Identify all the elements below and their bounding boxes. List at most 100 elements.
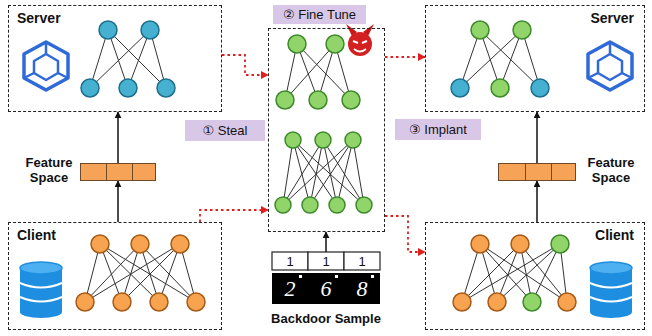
neuron [276,91,294,109]
step-label: ① Steal [185,120,265,141]
neuron [157,79,175,97]
node-title: ② Fine Tune [273,5,366,24]
neural-net [276,35,360,109]
neuron [531,79,549,97]
net-link [323,140,337,205]
node-title: Client [595,227,634,243]
net-link [293,140,310,205]
neuron [285,132,301,148]
neuron [345,132,361,148]
net-link [297,44,351,100]
attack-flow-arrow [385,216,425,252]
neuron [113,293,131,311]
neuron [329,197,345,213]
net-link [337,140,353,205]
neuron [471,235,489,253]
neuron [131,235,149,253]
data-flow-arrow [117,112,119,163]
net-link [140,244,196,302]
server-icon [24,42,68,90]
net-link [283,140,293,205]
net-link [122,244,180,302]
client-box: Client [425,222,645,330]
neuron [150,293,168,311]
neuron [76,293,94,311]
server-icon [588,42,632,90]
node-title: Backdoor Sample [271,311,381,326]
feature-space-bar: Feature Space [80,163,156,181]
server-box: Server [8,5,222,112]
neuron [471,21,489,39]
neuron [119,79,137,97]
neuron [326,35,344,53]
database-icon [590,262,632,318]
feature-space-bar: Feature Space [498,163,576,181]
neural-net [275,132,372,213]
neuron [99,21,117,39]
neuron [513,21,531,39]
neuron [523,293,541,311]
neuron [171,235,189,253]
digit: 2 [285,276,296,302]
digit-image [272,273,380,304]
neuron [187,293,205,311]
net-link [460,30,522,88]
backdoor-trigger-cells [272,252,380,270]
net-link [100,244,159,302]
neuron [141,21,159,39]
neuron [309,91,327,109]
neuron [315,132,331,148]
digit: 6 [321,276,332,302]
attack-flow-arrow [222,55,268,75]
net-link [283,140,353,205]
feature-cell-divider [106,164,107,180]
net-link [480,30,540,88]
node-title: Feature Space [583,156,639,186]
neuron [511,235,529,253]
attack-flow-arrow [200,210,268,222]
feature-cell-divider [132,164,133,180]
neuron [356,197,372,213]
net-link [310,140,353,205]
neuron [453,293,471,311]
node-title: Feature Space [21,156,77,186]
neural-net [453,235,576,311]
node-title: Client [17,227,56,243]
node-title: Server [17,10,61,26]
step-label: ③ Implant [395,119,481,140]
neuron [81,79,99,97]
feature-cell-divider [525,164,526,180]
net-link [90,30,150,88]
net-link [293,140,364,205]
database-icon [20,262,62,318]
neuron [488,293,506,311]
data-flow-arrow [536,181,538,222]
neuron [342,91,360,109]
trigger-value: 1 [286,254,293,269]
neuron [451,79,469,97]
neural-net [76,235,205,311]
node-title: ① Steal [203,123,248,138]
neural-net [451,21,549,97]
neuron [491,79,509,97]
trigger-value: 1 [358,254,365,269]
client-box: Client [8,222,222,330]
net-link [293,140,337,205]
data-flow-arrow [536,112,538,163]
net-link [108,30,166,88]
node-title: ③ Implant [409,122,467,137]
attacker-box: ② Fine Tune [268,28,385,232]
neuron [275,197,291,213]
neural-net [81,21,175,97]
neuron [551,235,569,253]
data-flow-arrow [117,181,119,222]
server-box: Server [425,5,645,112]
data-flow-arrow [325,232,327,252]
node-title: Server [590,10,634,26]
digit: 8 [357,276,368,302]
attack-flow-arrow [385,56,425,58]
neuron [288,35,306,53]
neuron [302,197,318,213]
net-link [323,140,364,205]
neuron [558,293,576,311]
